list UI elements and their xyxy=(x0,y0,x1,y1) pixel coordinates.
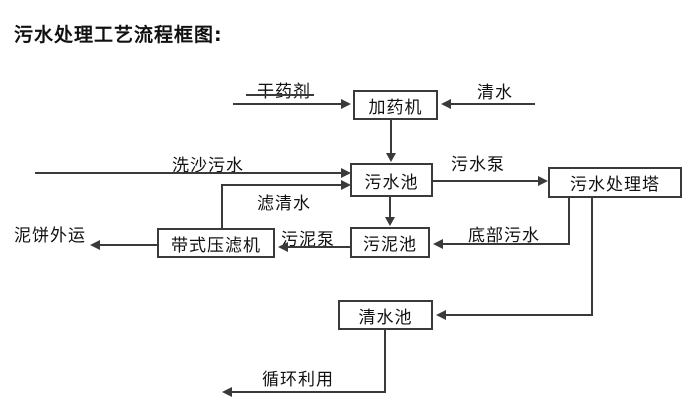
arrowhead-down-icon xyxy=(385,217,395,226)
flow-line-mud-cake xyxy=(100,244,157,246)
arrowhead-left-icon xyxy=(436,310,446,320)
label-clean-water: 清水 xyxy=(477,83,513,103)
node-treatment-tower: 污水处理塔 xyxy=(548,167,682,198)
flow-line-recycle-vertical xyxy=(384,330,386,393)
arrowhead-right-icon xyxy=(538,176,548,186)
label-dry-chemical: 干药剂 xyxy=(257,82,311,102)
flow-line-dry-chemical-underline xyxy=(246,94,314,96)
flow-line-sand-washing xyxy=(35,172,341,174)
flow-line-clean-water xyxy=(451,103,535,105)
flow-line-tower-to-clean-vertical xyxy=(591,198,593,316)
flow-line-tower-to-clean xyxy=(446,314,593,316)
label-mud-cake-out: 泥饼外运 xyxy=(14,226,86,246)
node-dosing-machine: 加药机 xyxy=(353,90,438,120)
arrowhead-left-icon xyxy=(222,387,232,397)
flow-line-sludge-pump xyxy=(288,246,350,248)
label-bottom-sewage: 底部污水 xyxy=(468,226,540,246)
label-recycle: 循环利用 xyxy=(262,370,334,390)
label-sludge-pump: 污泥泵 xyxy=(281,230,335,250)
page-title: 污水处理工艺流程框图: xyxy=(14,24,223,46)
flow-line-bottom-sewage xyxy=(443,243,570,245)
arrowhead-left-icon xyxy=(441,99,451,109)
flow-line-filtered-water-vertical xyxy=(221,185,223,228)
arrowhead-right-icon xyxy=(341,180,351,190)
node-sludge-pool: 污泥池 xyxy=(350,227,430,258)
arrowhead-left-icon xyxy=(278,242,288,252)
arrowhead-right-icon xyxy=(341,168,351,178)
node-clean-water-pool: 清水池 xyxy=(338,300,433,330)
node-sewage-pool: 污水池 xyxy=(350,163,433,197)
arrowhead-left-icon xyxy=(90,240,100,250)
flow-line-sewage-pump xyxy=(433,180,538,182)
flow-line-sewage-to-sludge xyxy=(389,197,391,217)
node-belt-filter-press: 带式压滤机 xyxy=(157,228,275,258)
flow-line-dosing-to-sewage xyxy=(390,120,392,154)
arrowhead-left-icon xyxy=(433,239,443,249)
flow-line-filtered-water xyxy=(221,184,341,186)
label-sand-washing-sewage: 洗沙污水 xyxy=(172,156,244,176)
label-filtered-water: 滤清水 xyxy=(257,194,311,214)
arrowhead-right-icon xyxy=(341,99,351,109)
flow-line-dry-chemical xyxy=(233,103,341,105)
arrowhead-down-icon xyxy=(386,153,396,162)
flow-line-bottom-sewage-vertical xyxy=(568,198,570,245)
label-sewage-pump: 污水泵 xyxy=(451,155,505,175)
flow-line-recycle xyxy=(232,391,386,393)
